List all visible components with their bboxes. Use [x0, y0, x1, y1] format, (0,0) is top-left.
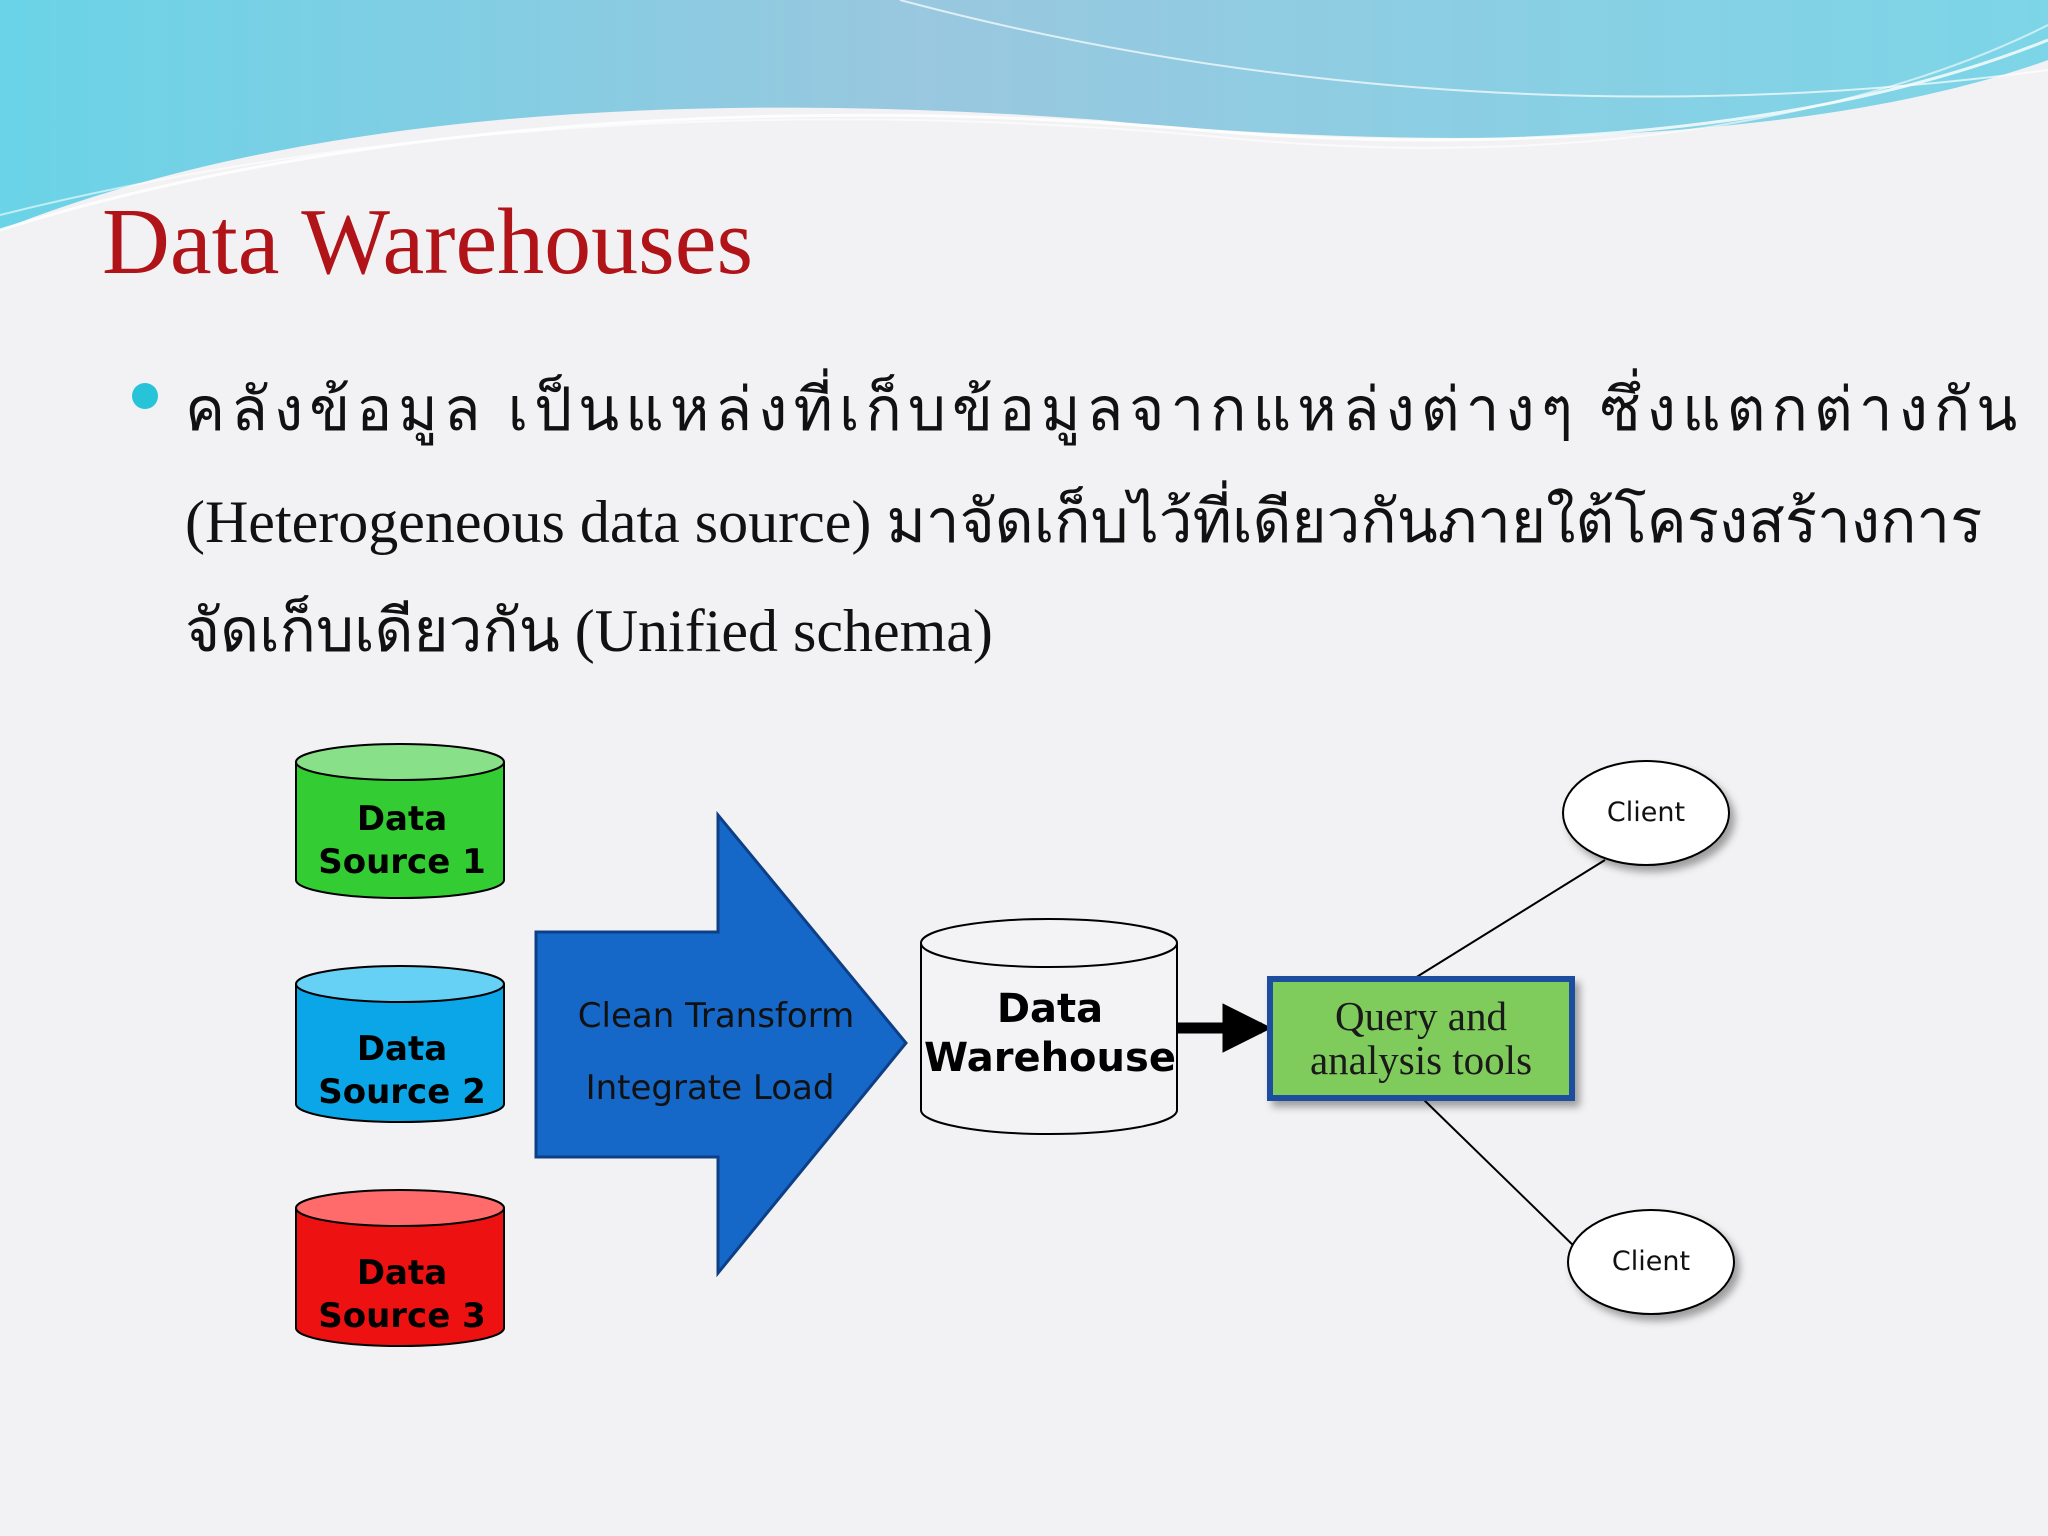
data-source-1-cylinder: Data Source 1	[295, 743, 505, 899]
query-tools-label-line1: Query and	[1335, 993, 1507, 1039]
data-source-1-label-line1: Data	[357, 799, 447, 839]
data-source-3-cylinder: Data Source 3	[295, 1189, 505, 1347]
bullet-icon	[132, 383, 158, 409]
data-source-3-label-line2: Source 3	[318, 1296, 486, 1336]
client-bottom-node: Client	[1567, 1209, 1735, 1315]
data-source-1-label-line2: Source 1	[318, 842, 486, 882]
client-connector-bottom	[1421, 1097, 1579, 1251]
slide-title: Data Warehouses	[102, 190, 754, 294]
bullet-text-line-2: (Heterogeneous data source) มาจัดเก็บไว้…	[185, 489, 1983, 555]
etl-process-arrow: Clean Transform Integrate Load	[534, 810, 908, 1278]
etl-arrow-label-line2: Integrate Load	[586, 1068, 835, 1108]
query-analysis-tools-box: Query and analysis tools	[1267, 976, 1575, 1101]
header-wave	[0, 0, 2048, 232]
data-warehouse-label-line2: Warehouse	[924, 1035, 1176, 1081]
data-warehouse-label-line1: Data	[997, 986, 1103, 1032]
data-source-2-label-line1: Data	[357, 1029, 447, 1069]
client-top-node: Client	[1562, 760, 1730, 866]
bullet-text-line-1: คลังข้อมูล เป็นแหล่งที่เก็บข้อมูลจากแหล่…	[185, 377, 2024, 443]
bullet-text-line-3: จัดเก็บเดียวกัน (Unified schema)	[185, 598, 993, 664]
client-bottom-label: Client	[1612, 1246, 1690, 1277]
query-tools-label-line2: analysis tools	[1310, 1037, 1532, 1083]
client-connector-top	[1414, 859, 1606, 979]
data-warehouse-cylinder: Data Warehouse	[920, 918, 1178, 1135]
client-top-label: Client	[1607, 797, 1685, 828]
etl-arrow-label-line1: Clean Transform	[578, 996, 854, 1036]
data-source-2-label-line2: Source 2	[318, 1072, 486, 1112]
data-source-3-label-line1: Data	[357, 1253, 447, 1293]
data-source-2-cylinder: Data Source 2	[295, 965, 505, 1123]
